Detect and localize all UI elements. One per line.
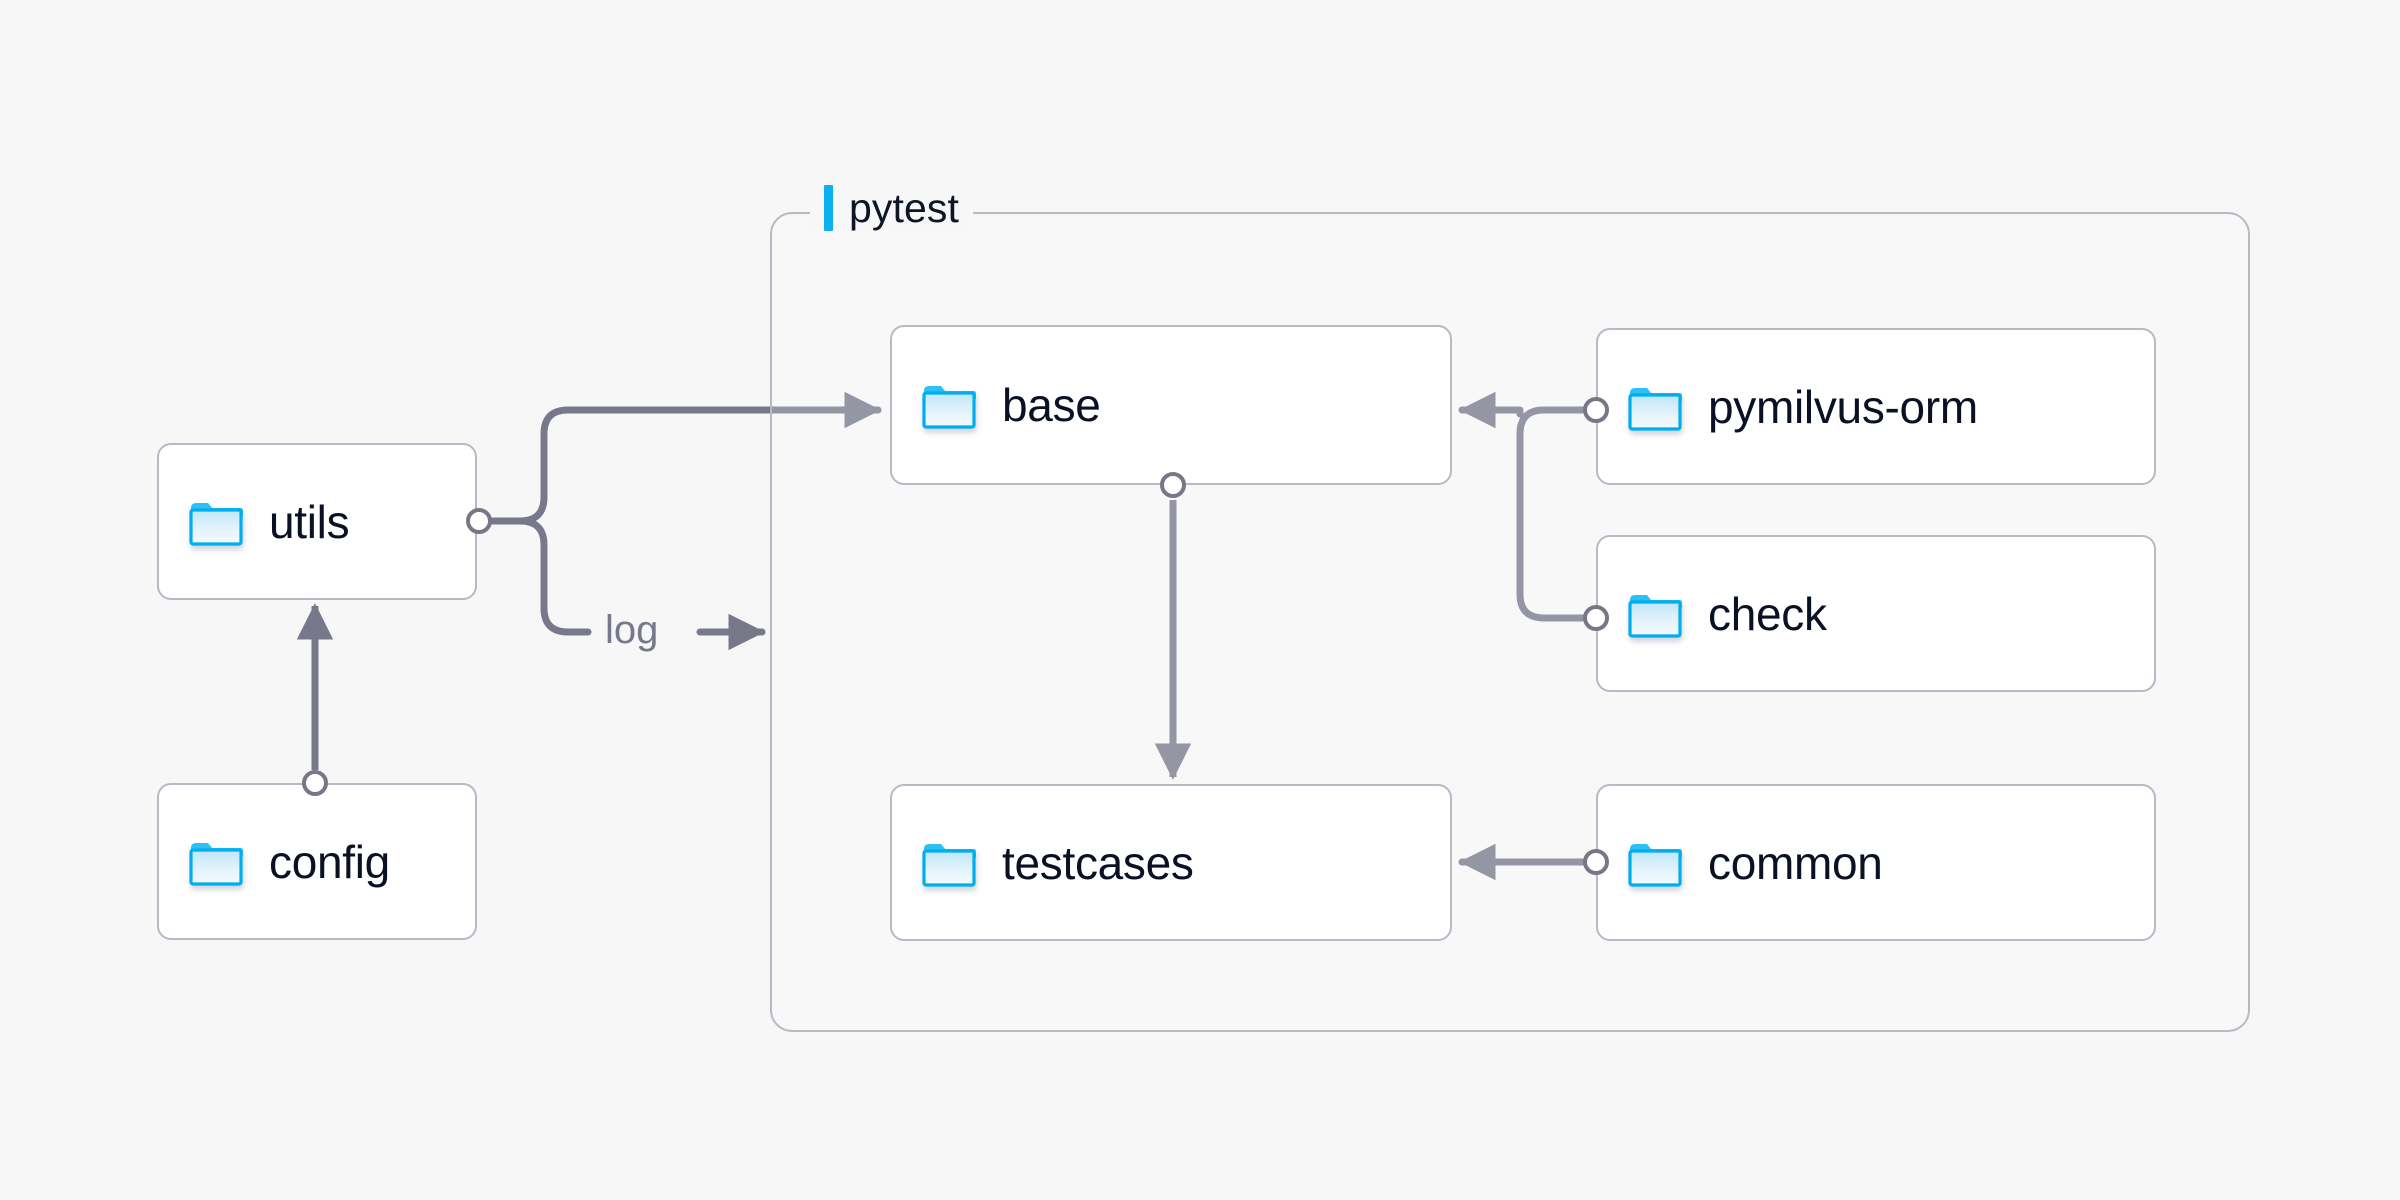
port-base-bottom[interactable] <box>1160 472 1186 498</box>
port-common-left[interactable] <box>1583 849 1609 875</box>
node-testcases-label: testcases <box>1002 836 1194 889</box>
node-utils-label: utils <box>269 495 350 548</box>
node-check-label: check <box>1708 587 1827 640</box>
folder-icon <box>189 838 243 886</box>
group-pytest-label: pytest <box>810 185 973 231</box>
port-check-left[interactable] <box>1583 605 1609 631</box>
node-common[interactable]: common <box>1596 784 2156 941</box>
node-config-label: config <box>269 835 390 888</box>
folder-icon <box>922 381 976 429</box>
node-base-label: base <box>1002 379 1101 431</box>
port-pymilvus-orm-left[interactable] <box>1583 397 1609 423</box>
node-check[interactable]: check <box>1596 535 2156 692</box>
node-testcases[interactable]: testcases <box>890 784 1452 941</box>
node-base[interactable]: base <box>890 325 1452 485</box>
folder-icon <box>189 498 243 546</box>
node-config[interactable]: config <box>157 783 477 940</box>
node-utils[interactable]: utils <box>157 443 477 600</box>
group-pytest-label-text: pytest <box>849 184 959 231</box>
folder-icon <box>1628 839 1682 887</box>
port-utils-right[interactable] <box>466 508 492 534</box>
node-pymilvus-orm[interactable]: pymilvus-orm <box>1596 328 2156 485</box>
node-common-label: common <box>1708 836 1883 889</box>
edge-label-log: log <box>597 610 667 650</box>
accent-bar-icon <box>824 185 833 231</box>
folder-icon <box>922 839 976 887</box>
port-config-top[interactable] <box>302 770 328 796</box>
folder-icon <box>1628 383 1682 431</box>
folder-icon <box>1628 590 1682 638</box>
node-pymilvus-orm-label: pymilvus-orm <box>1708 380 1978 433</box>
